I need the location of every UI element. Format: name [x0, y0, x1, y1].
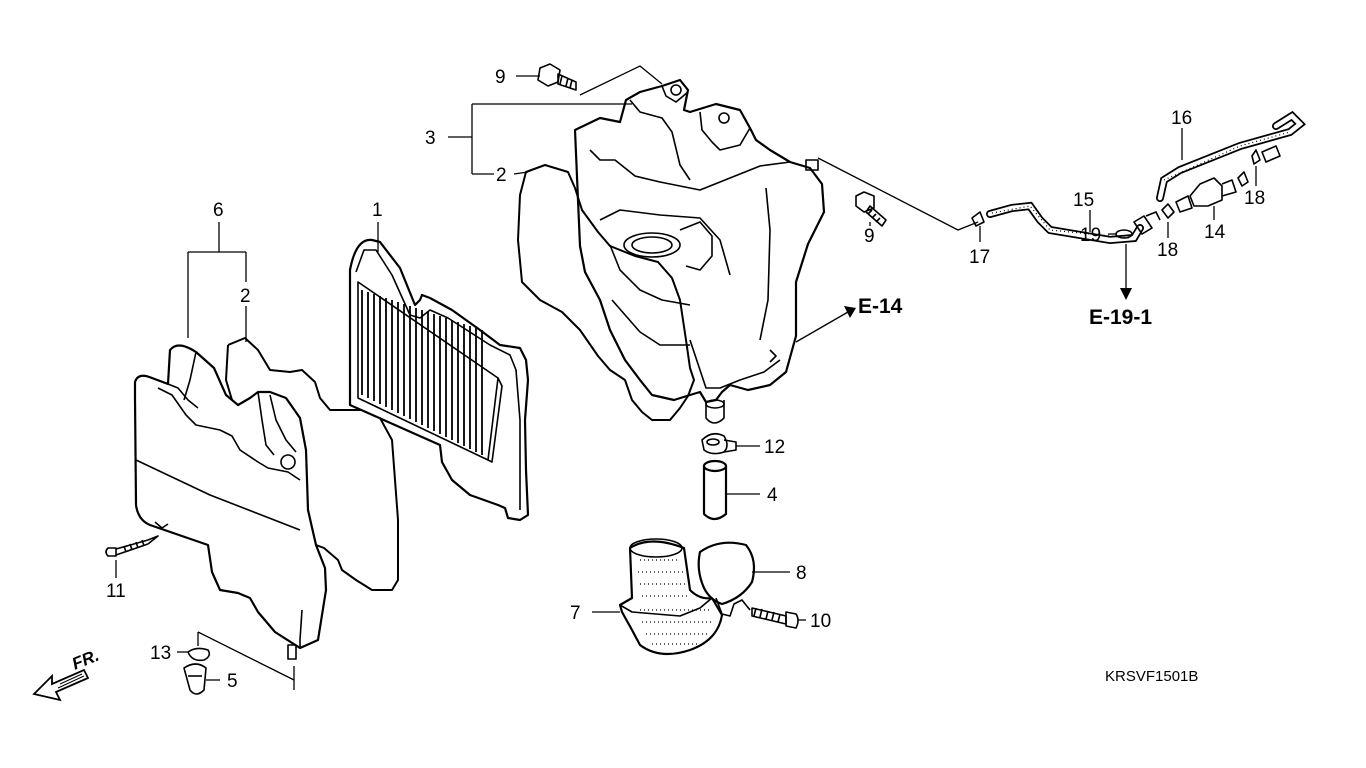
clamp-part: [701, 432, 737, 455]
label-13: 13: [150, 643, 171, 664]
label-14: 14: [1204, 222, 1226, 243]
label-19: 19: [1080, 225, 1101, 246]
label-4: 4: [767, 485, 778, 506]
reference-e19-1: E-19-1: [1089, 306, 1152, 329]
front-label: FR.: [69, 646, 102, 674]
label-11: 11: [106, 581, 126, 602]
drain-plug-parts: [183, 647, 211, 695]
part-labels: 9 3 2 6 1 2 11 13 5 12 4 8 7 10 9 17 15 …: [69, 67, 1265, 692]
connecting-tube-part: [618, 538, 724, 656]
case-gasket-part: [517, 164, 695, 421]
label-2-lower: 2: [240, 286, 251, 307]
label-3: 3: [425, 128, 436, 149]
band-part: [697, 541, 756, 617]
leader-lines: [115, 65, 1257, 690]
label-9-top: 9: [495, 67, 506, 88]
label-1: 1: [372, 200, 383, 221]
reference-e14: E-14: [858, 295, 903, 318]
bolt-10-part: [751, 607, 799, 629]
label-5: 5: [227, 671, 238, 692]
label-6: 6: [213, 200, 224, 221]
tube-part: [702, 459, 728, 521]
label-18-right: 18: [1244, 188, 1265, 209]
label-16: 16: [1171, 108, 1192, 129]
diagram-code: KRSVF1501B: [1105, 668, 1198, 685]
label-12: 12: [764, 437, 785, 458]
bolt-9-mid-part: [855, 191, 887, 227]
air-cleaner-cover-part: [133, 344, 328, 660]
breather-hose-assembly: [971, 110, 1306, 245]
front-direction-arrow: [32, 668, 90, 702]
label-2-upper: 2: [496, 165, 507, 186]
air-cleaner-case-part: [573, 78, 826, 424]
label-15: 15: [1073, 190, 1094, 211]
air-cleaner-element-part: [348, 238, 530, 522]
screw-part: [105, 535, 159, 557]
label-17: 17: [969, 247, 990, 268]
label-18-left: 18: [1157, 240, 1178, 261]
label-10: 10: [810, 611, 831, 632]
label-7: 7: [570, 603, 581, 624]
bolt-9-top-part: [537, 63, 577, 91]
label-9-mid: 9: [864, 226, 875, 247]
label-8: 8: [796, 563, 807, 584]
